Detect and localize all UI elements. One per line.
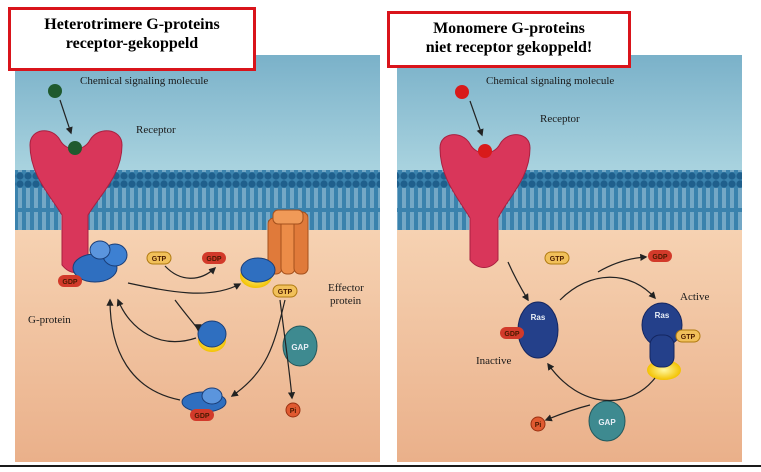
right-receptor-label: Receptor xyxy=(540,113,580,125)
right-receptor xyxy=(439,134,531,268)
svg-text:GTP: GTP xyxy=(681,334,696,341)
right-bound-signal xyxy=(478,144,492,158)
left-bound-signal xyxy=(68,141,82,155)
left-gprotein-trimer xyxy=(72,240,128,283)
left-title-box: Heterotrimere G-proteins receptor-gekopp… xyxy=(8,7,256,71)
svg-text:Ras: Ras xyxy=(655,311,670,320)
right-cytoplasm xyxy=(397,230,742,462)
svg-text:GAP: GAP xyxy=(598,418,616,427)
left-receptor-label: Receptor xyxy=(136,124,176,136)
svg-text:GDP: GDP xyxy=(504,331,520,338)
svg-text:Pi: Pi xyxy=(535,422,542,429)
left-title-line2: receptor-gekoppeld xyxy=(65,35,199,52)
right-pi: Pi xyxy=(530,416,546,432)
left-gprotein-reassoc: GDP xyxy=(181,387,227,421)
left-beta-gamma xyxy=(197,320,227,352)
left-title-line1: Heterotrimere G-proteins xyxy=(44,16,220,33)
right-signal-molecule xyxy=(455,85,469,99)
left-gprotein-label: G-protein xyxy=(28,314,71,326)
right-gdp-free: GDP xyxy=(648,250,672,262)
left-receptor xyxy=(29,130,123,273)
right-title-line2: niet receptor gekoppeld! xyxy=(425,39,593,56)
right-panel: GTP GDP Ras GDP Ras GTP xyxy=(397,55,742,462)
left-alpha-gtp: GTP xyxy=(240,257,298,298)
svg-text:Pi: Pi xyxy=(290,408,297,415)
left-effector-label-1: Effector xyxy=(328,282,364,294)
left-gdp-1: GDP xyxy=(58,275,82,287)
right-ras-active: Ras GTP xyxy=(641,302,701,380)
right-inactive-label: Inactive xyxy=(476,355,512,367)
left-signal-molecule xyxy=(48,84,62,98)
left-pi: Pi xyxy=(285,402,301,418)
svg-text:GDP: GDP xyxy=(62,279,78,286)
left-gdp-free: GDP xyxy=(202,252,226,264)
left-gtp-free: GTP xyxy=(146,251,172,265)
right-active-label: Active xyxy=(680,291,709,303)
svg-text:GDP: GDP xyxy=(652,254,668,261)
svg-text:GDP: GDP xyxy=(206,256,222,263)
right-title-box: Monomere G-proteins niet receptor gekopp… xyxy=(387,11,631,68)
svg-text:GTP: GTP xyxy=(278,289,293,296)
left-effector-label-2: protein xyxy=(330,295,362,307)
right-signal-label: Chemical signaling molecule xyxy=(486,75,614,87)
right-ras-inactive: Ras GDP xyxy=(500,301,559,359)
right-arrows xyxy=(507,253,656,422)
svg-text:GTP: GTP xyxy=(152,256,167,263)
svg-text:GDP: GDP xyxy=(194,413,210,420)
right-gtp-free: GTP xyxy=(544,251,570,265)
left-signal-label: Chemical signaling molecule xyxy=(80,75,208,87)
svg-text:GAP: GAP xyxy=(291,343,309,352)
left-effector-protein xyxy=(267,209,309,275)
right-title-line1: Monomere G-proteins xyxy=(433,20,585,37)
svg-text:GTP: GTP xyxy=(550,256,565,263)
right-gap: GAP xyxy=(588,400,626,442)
left-gap: GAP xyxy=(282,325,318,367)
left-panel: GDP GTP GDP GTP xyxy=(15,55,380,462)
left-arrows xyxy=(106,265,296,401)
svg-text:Ras: Ras xyxy=(531,313,546,322)
